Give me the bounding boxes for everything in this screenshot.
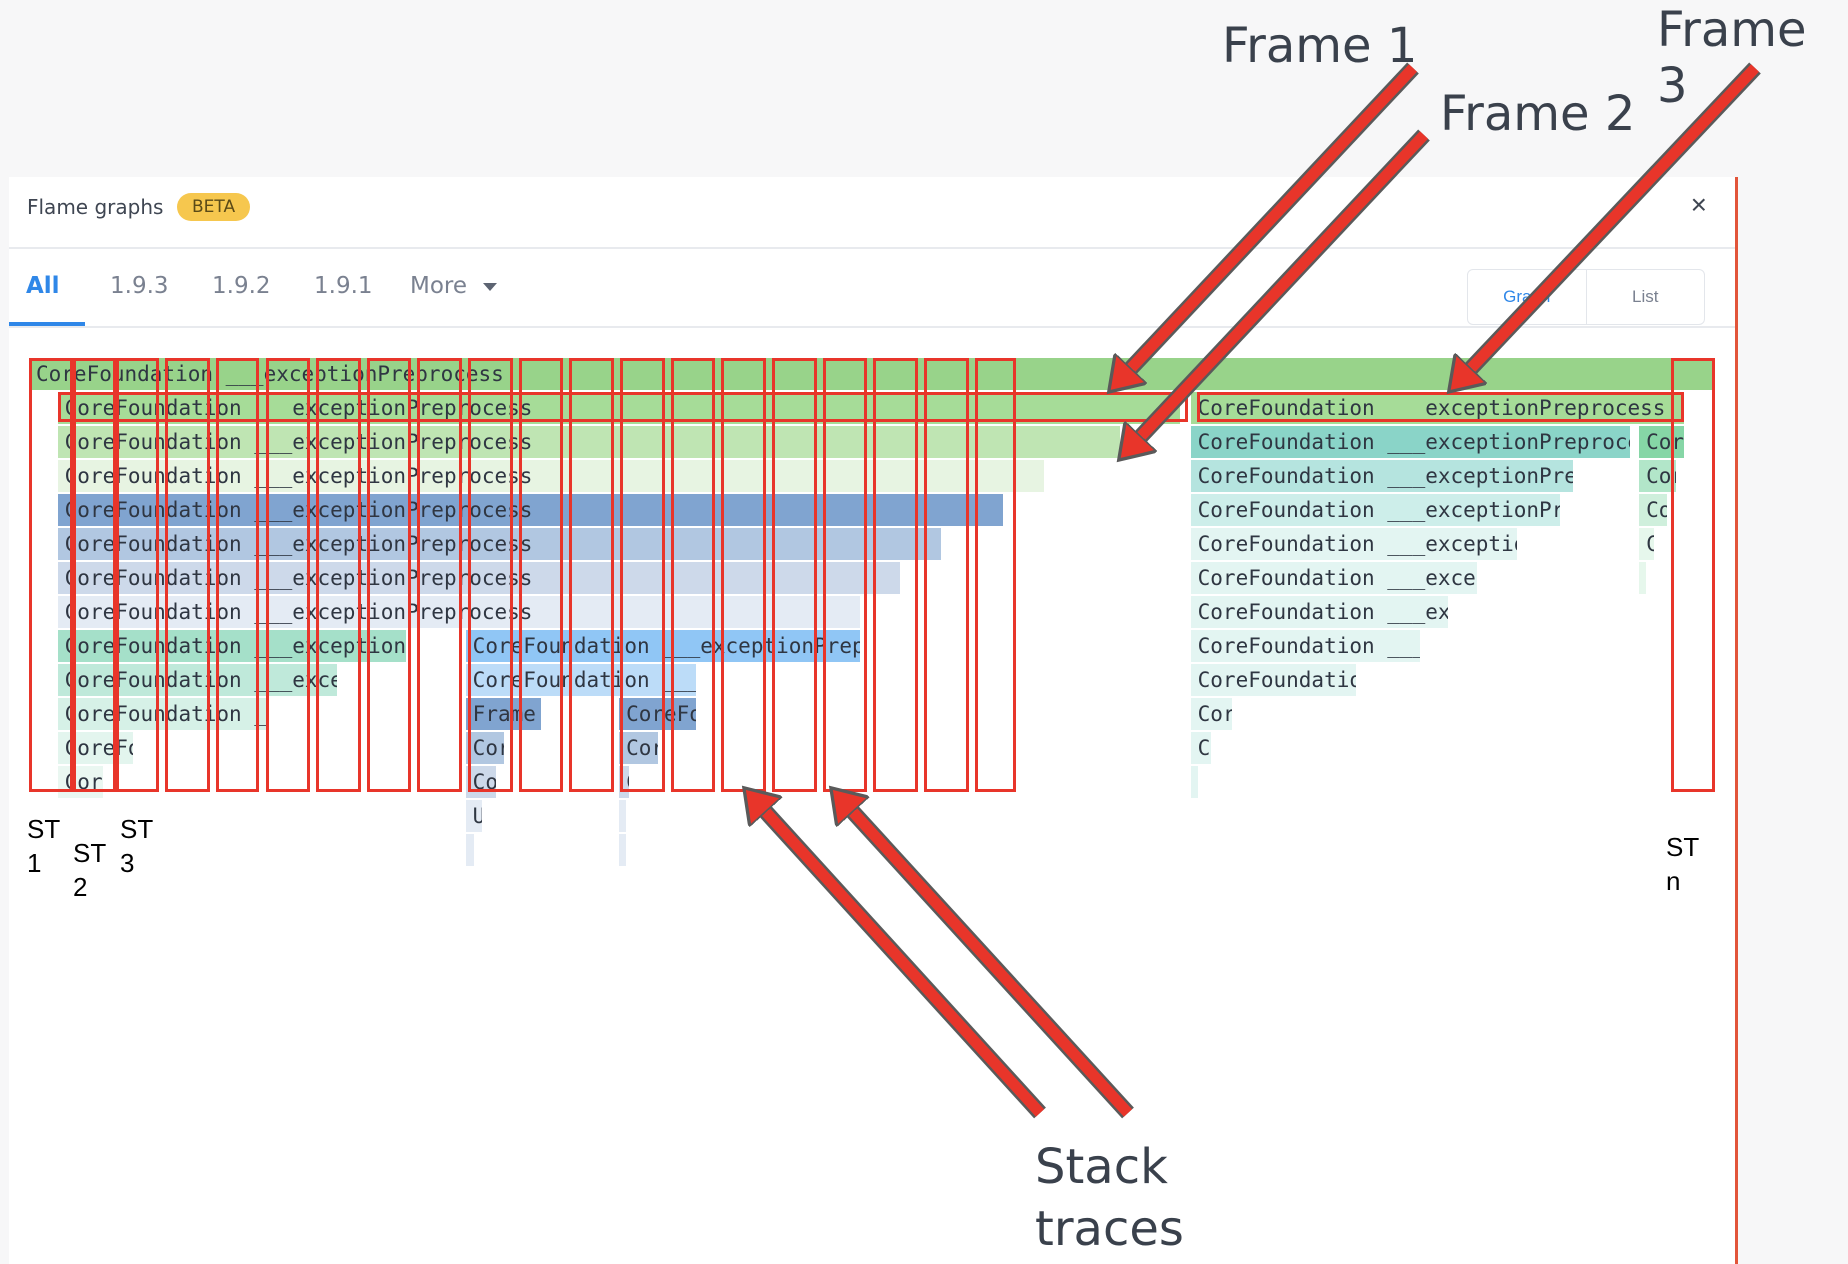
flame-frame[interactable] <box>465 834 474 866</box>
tab-all[interactable]: All <box>26 273 60 299</box>
flame-frame[interactable]: CoreFoundation <box>1190 698 1233 730</box>
tab-more[interactable]: More <box>410 273 498 299</box>
flame-frame[interactable]: CoreFoundation ___exceptionPreprocess <box>1190 460 1574 492</box>
list-view-button[interactable]: List <box>1585 270 1705 324</box>
flame-frame[interactable]: Foundation <box>619 800 627 832</box>
st-3-label: ST 3 <box>120 814 153 878</box>
active-tab-indicator <box>9 322 85 326</box>
flame-frame[interactable]: CoreFoundation ___exceptionPreprocess <box>1190 664 1356 696</box>
flame-frame[interactable]: CoreFoundation ___exceptionPreprocess <box>1190 596 1449 628</box>
flame-frame[interactable] <box>1190 766 1198 798</box>
flame-frame[interactable]: CoreFoundation ___exceptionPreprocess <box>1190 494 1560 526</box>
panel-title: Flame graphs <box>27 195 164 219</box>
flame-frame[interactable]: CoreFoundation ___exceptionPreprocess <box>1190 562 1477 594</box>
flame-frame[interactable]: CoreFoundation ___exceptionPreprocess <box>57 698 269 730</box>
flame-frame[interactable]: CoreFoundation ___exceptionPreprocess <box>57 596 860 628</box>
flame-frame[interactable] <box>1639 562 1647 594</box>
tab-1-9-2[interactable]: 1.9.2 <box>212 273 271 299</box>
chevron-down-icon <box>483 282 498 291</box>
flame-frame[interactable]: CoreFoundation ___exceptionPreprocess <box>57 494 1004 526</box>
flame-frame[interactable]: CoreFoundation <box>619 766 629 798</box>
stack-traces-label: Stack traces <box>1035 1139 1184 1257</box>
tab-1-9-1[interactable]: 1.9.1 <box>314 273 373 299</box>
flame-frame[interactable]: CoreFoundation ___exceptionPreprocess <box>57 528 941 560</box>
flame-frame[interactable]: CoreFoundation <box>57 732 134 764</box>
flame-frame[interactable]: CoreFoundation <box>1639 494 1668 526</box>
st-n-label: ST n <box>1666 832 1699 896</box>
flame-frame[interactable]: CoreFoundation <box>465 766 496 798</box>
graph-view-button[interactable]: Graph <box>1503 287 1551 306</box>
flame-frame[interactable]: CoreFoundation <box>1639 528 1654 560</box>
flame-frame[interactable]: CoreFoundation ___exceptionPreprocess <box>57 460 1044 492</box>
view-toggle: Graph List <box>1467 269 1705 325</box>
flame-frame[interactable]: CoreFoundation ___exceptionPreprocess <box>1190 392 1685 424</box>
panel-header: Flame graphs BETA × <box>9 177 1735 249</box>
flame-frame[interactable]: CoreFoundation <box>1190 732 1211 764</box>
flame-frame[interactable]: CoreFoundation ___exceptionPreprocess <box>57 630 407 662</box>
flame-frame[interactable]: CoreFoundation <box>619 732 658 764</box>
flame-frame[interactable]: CoreFoundation ___exceptionPreprocess <box>1190 426 1631 458</box>
tab-1-9-3[interactable]: 1.9.3 <box>110 273 169 299</box>
flame-frame[interactable]: CoreFoundation ___exceptionPreprocess <box>1190 528 1518 560</box>
flame-frame[interactable]: CoreFoundation ___exceptionPreprocess <box>1190 630 1420 662</box>
frame-3-label: Frame 3 <box>1657 2 1807 114</box>
frame-2-label: Frame 2 <box>1440 86 1636 142</box>
flame-frame[interactable]: CoreFoundation ___exceptionPreprocess <box>465 664 697 696</box>
flame-frame[interactable]: CoreFoundation ___exceptionPreprocess <box>57 426 1120 458</box>
flame-frame[interactable]: CoreFoundation <box>465 732 505 764</box>
tab-more-label: More <box>410 273 468 299</box>
flame-graphs-panel: Flame graphs BETA × All 1.9.3 1.9.2 1.9.… <box>9 177 1738 1264</box>
flame-frame[interactable]: CoreFoundation ___exceptionPreprocess <box>57 664 338 696</box>
st-2-label: ST 2 <box>73 838 106 902</box>
close-icon[interactable]: × <box>1690 189 1707 220</box>
frame-1-label: Frame 1 <box>1222 18 1418 74</box>
flame-frame[interactable]: CoreFoundation ___exceptionPreprocess <box>57 562 901 594</box>
flame-frame[interactable]: CoreFoundation ___exceptionPreprocess <box>57 392 1181 424</box>
flame-frame[interactable]: UIKit <box>465 800 483 832</box>
flame-frame[interactable]: CoreFoundation ___exceptionPreprocess <box>1639 426 1685 458</box>
beta-badge: BETA <box>177 193 251 221</box>
flame-frame[interactable]: CoreFoundation ___exceptionPreprocess <box>29 358 1713 390</box>
flame-frame[interactable]: CoreFoundation <box>619 698 697 730</box>
flame-frame[interactable] <box>619 834 627 866</box>
flame-frame[interactable]: CoreFoundation <box>57 766 103 798</box>
version-tabs: All 1.9.3 1.9.2 1.9.1 More <box>9 247 1735 328</box>
flame-frame[interactable]: CoreFoundation ___exceptionPreprocess <box>465 630 860 662</box>
flame-frame[interactable]: CoreFoundation <box>1639 460 1676 492</box>
flame-frame[interactable]: Frame <box>465 698 542 730</box>
st-1-label: ST 1 <box>27 814 60 878</box>
